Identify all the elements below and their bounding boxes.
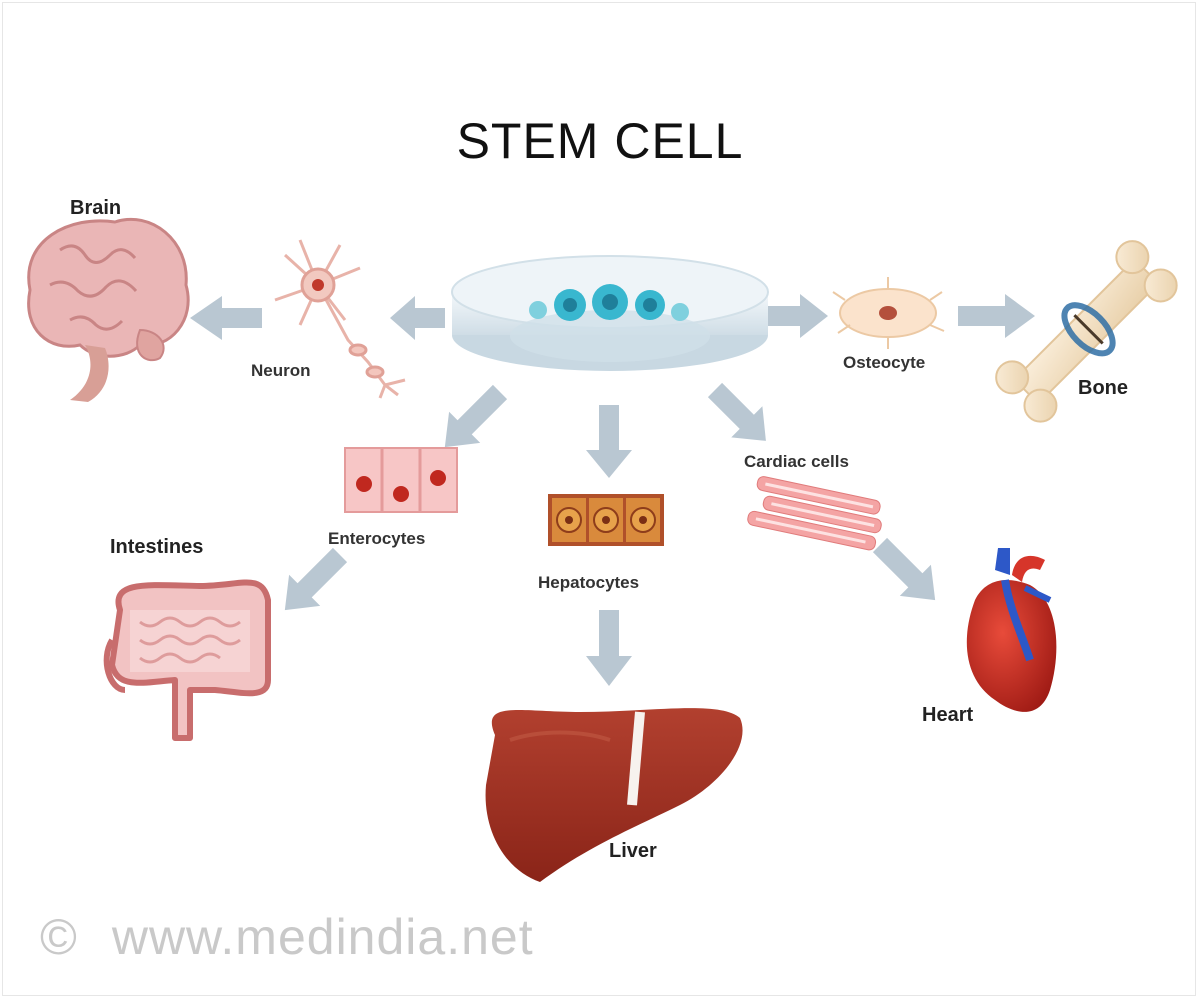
watermark-url: www.medindia.net [111, 909, 534, 965]
arrow-hepatocytes-to-liver [586, 610, 632, 686]
arrow-cardiac-to-heart [872, 537, 936, 601]
osteocyte-illustration [832, 277, 945, 349]
hepatocytes-illustration [548, 494, 664, 546]
arrow-dish-to-cardiac [707, 382, 766, 441]
neuron-illustration [274, 239, 406, 399]
liver-illustration [485, 708, 743, 882]
arrow-dish-to-neuron [390, 296, 445, 340]
copyright-symbol: © [40, 909, 78, 965]
label-liver: Liver [609, 840, 657, 862]
arrow-dish-to-enterocytes [444, 384, 508, 448]
bone-illustration [995, 240, 1178, 423]
label-cardiac-cells: Cardiac cells [744, 452, 849, 471]
label-osteocyte: Osteocyte [843, 353, 926, 372]
watermark: © www.medindia.net [40, 908, 534, 966]
enterocytes-illustration [344, 447, 458, 513]
label-bone: Bone [1078, 377, 1128, 399]
label-enterocytes: Enterocytes [328, 529, 426, 548]
label-hepatocytes: Hepatocytes [538, 573, 640, 592]
arrow-enterocytes-to-intestines [284, 547, 348, 611]
arrow-dish-to-hepatocytes [586, 405, 632, 478]
page-title: STEM CELL [456, 113, 744, 169]
arrow-dish-to-osteocyte [765, 294, 828, 338]
label-brain: Brain [70, 197, 122, 219]
cardiac-cells-illustration [747, 476, 882, 551]
petri-dish [451, 255, 769, 371]
stem-cells [529, 284, 689, 321]
arrow-osteocyte-to-bone [958, 294, 1035, 338]
label-heart: Heart [922, 704, 974, 726]
arrow-neuron-to-brain [190, 296, 262, 340]
brain-illustration [27, 217, 190, 402]
arrows [190, 294, 1035, 686]
intestines-illustration [103, 579, 271, 741]
heart-illustration [966, 548, 1057, 712]
label-neuron: Neuron [251, 361, 311, 380]
label-intestines: Intestines [110, 536, 204, 558]
